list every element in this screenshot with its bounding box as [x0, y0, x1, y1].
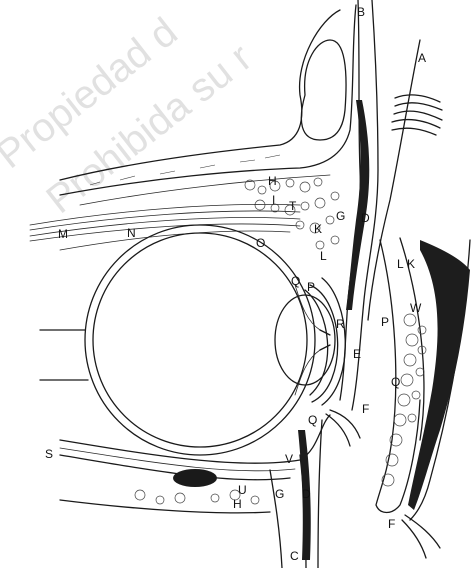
- label-k-main: K: [314, 222, 322, 236]
- label-e: E: [353, 347, 361, 361]
- eyeball: [85, 225, 338, 455]
- lower-eyelashes: [326, 410, 360, 446]
- label-m: M: [58, 227, 68, 241]
- label-w-inset: W: [410, 301, 422, 315]
- upper-eyelashes: [392, 95, 442, 135]
- upper-lid-skin: [340, 0, 420, 410]
- label-l-inset: L: [397, 257, 404, 271]
- sclera-outer: [85, 225, 315, 455]
- lower-lid: [60, 415, 330, 568]
- label-q-lower: Q: [308, 413, 317, 427]
- lid-cross-section-inset: [376, 238, 470, 558]
- crystalline-lens: [275, 295, 335, 385]
- label-i: I: [272, 193, 275, 207]
- label-l-main: L: [320, 249, 327, 263]
- watermark: Propiedad d Prohibida su r: [0, 10, 260, 222]
- label-d-upper: D: [361, 211, 370, 225]
- label-n: N: [127, 226, 136, 240]
- label-k-inset: K: [407, 257, 415, 271]
- label-t: T: [289, 199, 297, 213]
- optic-nerve: [40, 330, 88, 380]
- label-s: S: [45, 447, 53, 461]
- label-c: C: [290, 549, 299, 563]
- label-r: R: [336, 317, 345, 331]
- label-p-main: P: [307, 280, 315, 294]
- label-g-upper: G: [336, 209, 345, 223]
- label-h-lower: H: [233, 497, 242, 511]
- lens-iris: [275, 285, 335, 395]
- label-g-lower: G: [275, 487, 284, 501]
- label-u: U: [238, 483, 247, 497]
- label-a: A: [418, 51, 426, 65]
- label-p-inset: P: [381, 315, 389, 329]
- label-q-upper: Q: [291, 274, 300, 288]
- label-d-lower: D: [302, 487, 311, 501]
- label-v: V: [285, 452, 293, 466]
- label-q-inset: Q: [391, 375, 400, 389]
- label-b: B: [357, 5, 365, 19]
- label-f-main: F: [362, 402, 369, 416]
- label-h-upper: H: [268, 174, 277, 188]
- label-f-inset: F: [388, 517, 395, 531]
- label-o: O: [256, 236, 265, 250]
- tarsal-gland: [173, 469, 217, 487]
